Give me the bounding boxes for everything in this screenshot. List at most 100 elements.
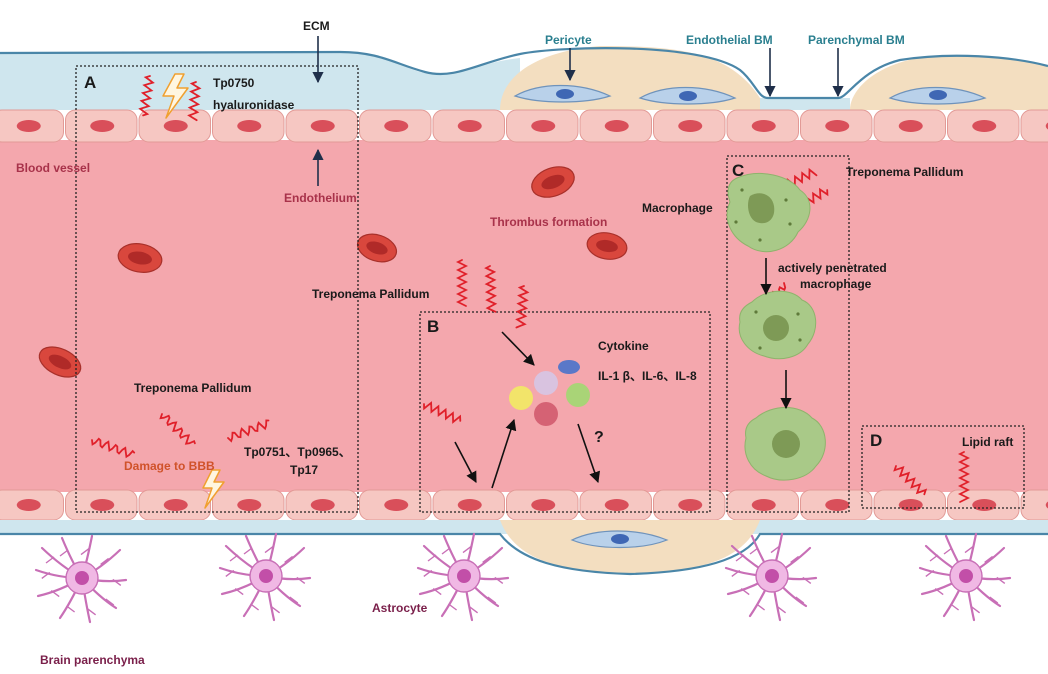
bottom-bm-line xyxy=(0,532,1048,576)
label-hyaluronidase: hyaluronidase xyxy=(213,98,295,112)
treponema-spirochete xyxy=(423,401,462,424)
label-parenchymal-bm: Parenchymal BM xyxy=(808,33,905,47)
panel-a-box xyxy=(75,65,359,513)
label-thrombus: Thrombus formation xyxy=(490,215,607,229)
label-treponema-a: Treponema Pallidum xyxy=(134,381,251,395)
endothelial-nucleus xyxy=(457,499,482,511)
endothelial-nucleus xyxy=(604,120,629,132)
treponema-spirochete xyxy=(455,259,469,307)
damage-bolt-icon xyxy=(202,469,225,509)
endothelial-nucleus xyxy=(90,120,115,132)
endothelium-top xyxy=(0,109,1048,143)
endothelial-nucleus xyxy=(384,499,409,511)
panel-c-box xyxy=(726,155,850,513)
treponema-spirochete xyxy=(515,285,530,329)
label-treponema-c: Treponema Pallidum xyxy=(846,165,963,179)
red-blood-cell xyxy=(586,232,628,260)
panel-d-box xyxy=(861,425,1025,509)
treponema-spirochete xyxy=(484,265,498,313)
red-blood-cell xyxy=(531,166,575,198)
ecm-right xyxy=(760,98,850,110)
endothelial-nucleus xyxy=(898,120,923,132)
endothelial-nucleus xyxy=(751,499,776,511)
endothelial-nucleus xyxy=(16,120,41,132)
endothelial-nucleus xyxy=(310,499,335,511)
endothelial-nucleus xyxy=(972,120,997,132)
treponema-spirochete xyxy=(187,81,202,122)
panel-a-letter: A xyxy=(84,73,96,92)
label-blood-vessel: Blood vessel xyxy=(16,161,90,175)
treponema-spirochete xyxy=(227,419,270,443)
endothelial-nucleus xyxy=(310,120,335,132)
endothelial-nucleus xyxy=(604,499,629,511)
endothelial-nucleus xyxy=(972,499,997,511)
label-question: ? xyxy=(594,429,604,446)
treponema-spirochete xyxy=(159,413,196,445)
red-blood-cell xyxy=(117,243,163,273)
endothelial-nucleus xyxy=(825,120,850,132)
astrocyte xyxy=(724,532,818,622)
endothelial-nucleus xyxy=(237,499,262,511)
endothelial-nucleus xyxy=(678,499,703,511)
label-macrophage: Macrophage xyxy=(642,201,713,215)
endothelial-cell xyxy=(1020,489,1048,521)
cytokine-rose xyxy=(534,402,558,426)
endothelial-nucleus xyxy=(163,499,188,511)
red-blood-cell xyxy=(356,233,398,263)
endothelial-nucleus xyxy=(531,120,556,132)
panel-d-letter: D xyxy=(870,431,882,450)
trep-to-endothelium-arrow xyxy=(454,441,477,483)
trep-to-cytokine-arrow xyxy=(501,331,535,366)
macrophage xyxy=(738,290,817,360)
label-tp17: Tp17 xyxy=(290,463,318,477)
endothelial-nucleus xyxy=(163,120,188,132)
red-blood-cells xyxy=(38,166,628,378)
label-endothelium: Endothelium xyxy=(284,191,357,205)
endothelial-cell xyxy=(1020,109,1048,143)
pericyte xyxy=(888,86,987,105)
cytokine-lavender xyxy=(534,371,558,395)
pericyte xyxy=(638,86,737,105)
astrocyte xyxy=(416,532,510,622)
label-tp0750: Tp0750 xyxy=(213,76,255,90)
endothelial-nucleus xyxy=(16,499,41,511)
basement-membrane-line xyxy=(0,47,1048,100)
treponema-spirochete xyxy=(957,451,971,503)
endothelial-nucleus xyxy=(1045,501,1048,509)
treponema-spirochete xyxy=(138,75,155,117)
pericyte xyxy=(513,84,612,103)
astrocytes xyxy=(34,532,1012,624)
endothelial-nucleus xyxy=(898,499,923,511)
astrocyte xyxy=(918,532,1012,622)
endothelial-nucleus xyxy=(237,120,262,132)
treponema-spirochete xyxy=(893,465,928,496)
label-treponema-b: Treponema Pallidum xyxy=(312,287,429,301)
treponema-spirochete xyxy=(91,437,136,459)
panel-c-letter: C xyxy=(732,161,744,180)
astrocyte xyxy=(34,534,128,624)
endothelial-nucleus xyxy=(531,499,556,511)
label-pericyte: Pericyte xyxy=(545,33,592,47)
panel-b-letter: B xyxy=(427,317,439,336)
label-cytokine: Cytokine xyxy=(598,339,649,353)
macrophage xyxy=(726,173,811,253)
label-astrocyte: Astrocyte xyxy=(372,601,428,615)
damage-bolt-icon xyxy=(162,73,189,119)
endothelium-bottom xyxy=(0,489,1048,521)
label-brain-parenchyma: Brain parenchyma xyxy=(40,653,145,667)
panel-b-box xyxy=(419,311,711,513)
endothelial-nucleus xyxy=(751,120,776,132)
endothelial-nucleus xyxy=(384,120,409,132)
red-blood-cell xyxy=(38,346,82,378)
label-ecm: ECM xyxy=(303,19,330,33)
label-damage-bbb: Damage to BBB xyxy=(124,459,215,473)
pericyte xyxy=(570,530,669,549)
endothelial-nucleus xyxy=(457,120,482,132)
endothelium-to-cytokine-arrow xyxy=(491,418,517,489)
endothelial-nucleus xyxy=(90,499,115,511)
cytokine-blue xyxy=(558,360,580,374)
endothelial-nucleus xyxy=(825,499,850,511)
endothelial-nucleus xyxy=(1045,122,1048,130)
